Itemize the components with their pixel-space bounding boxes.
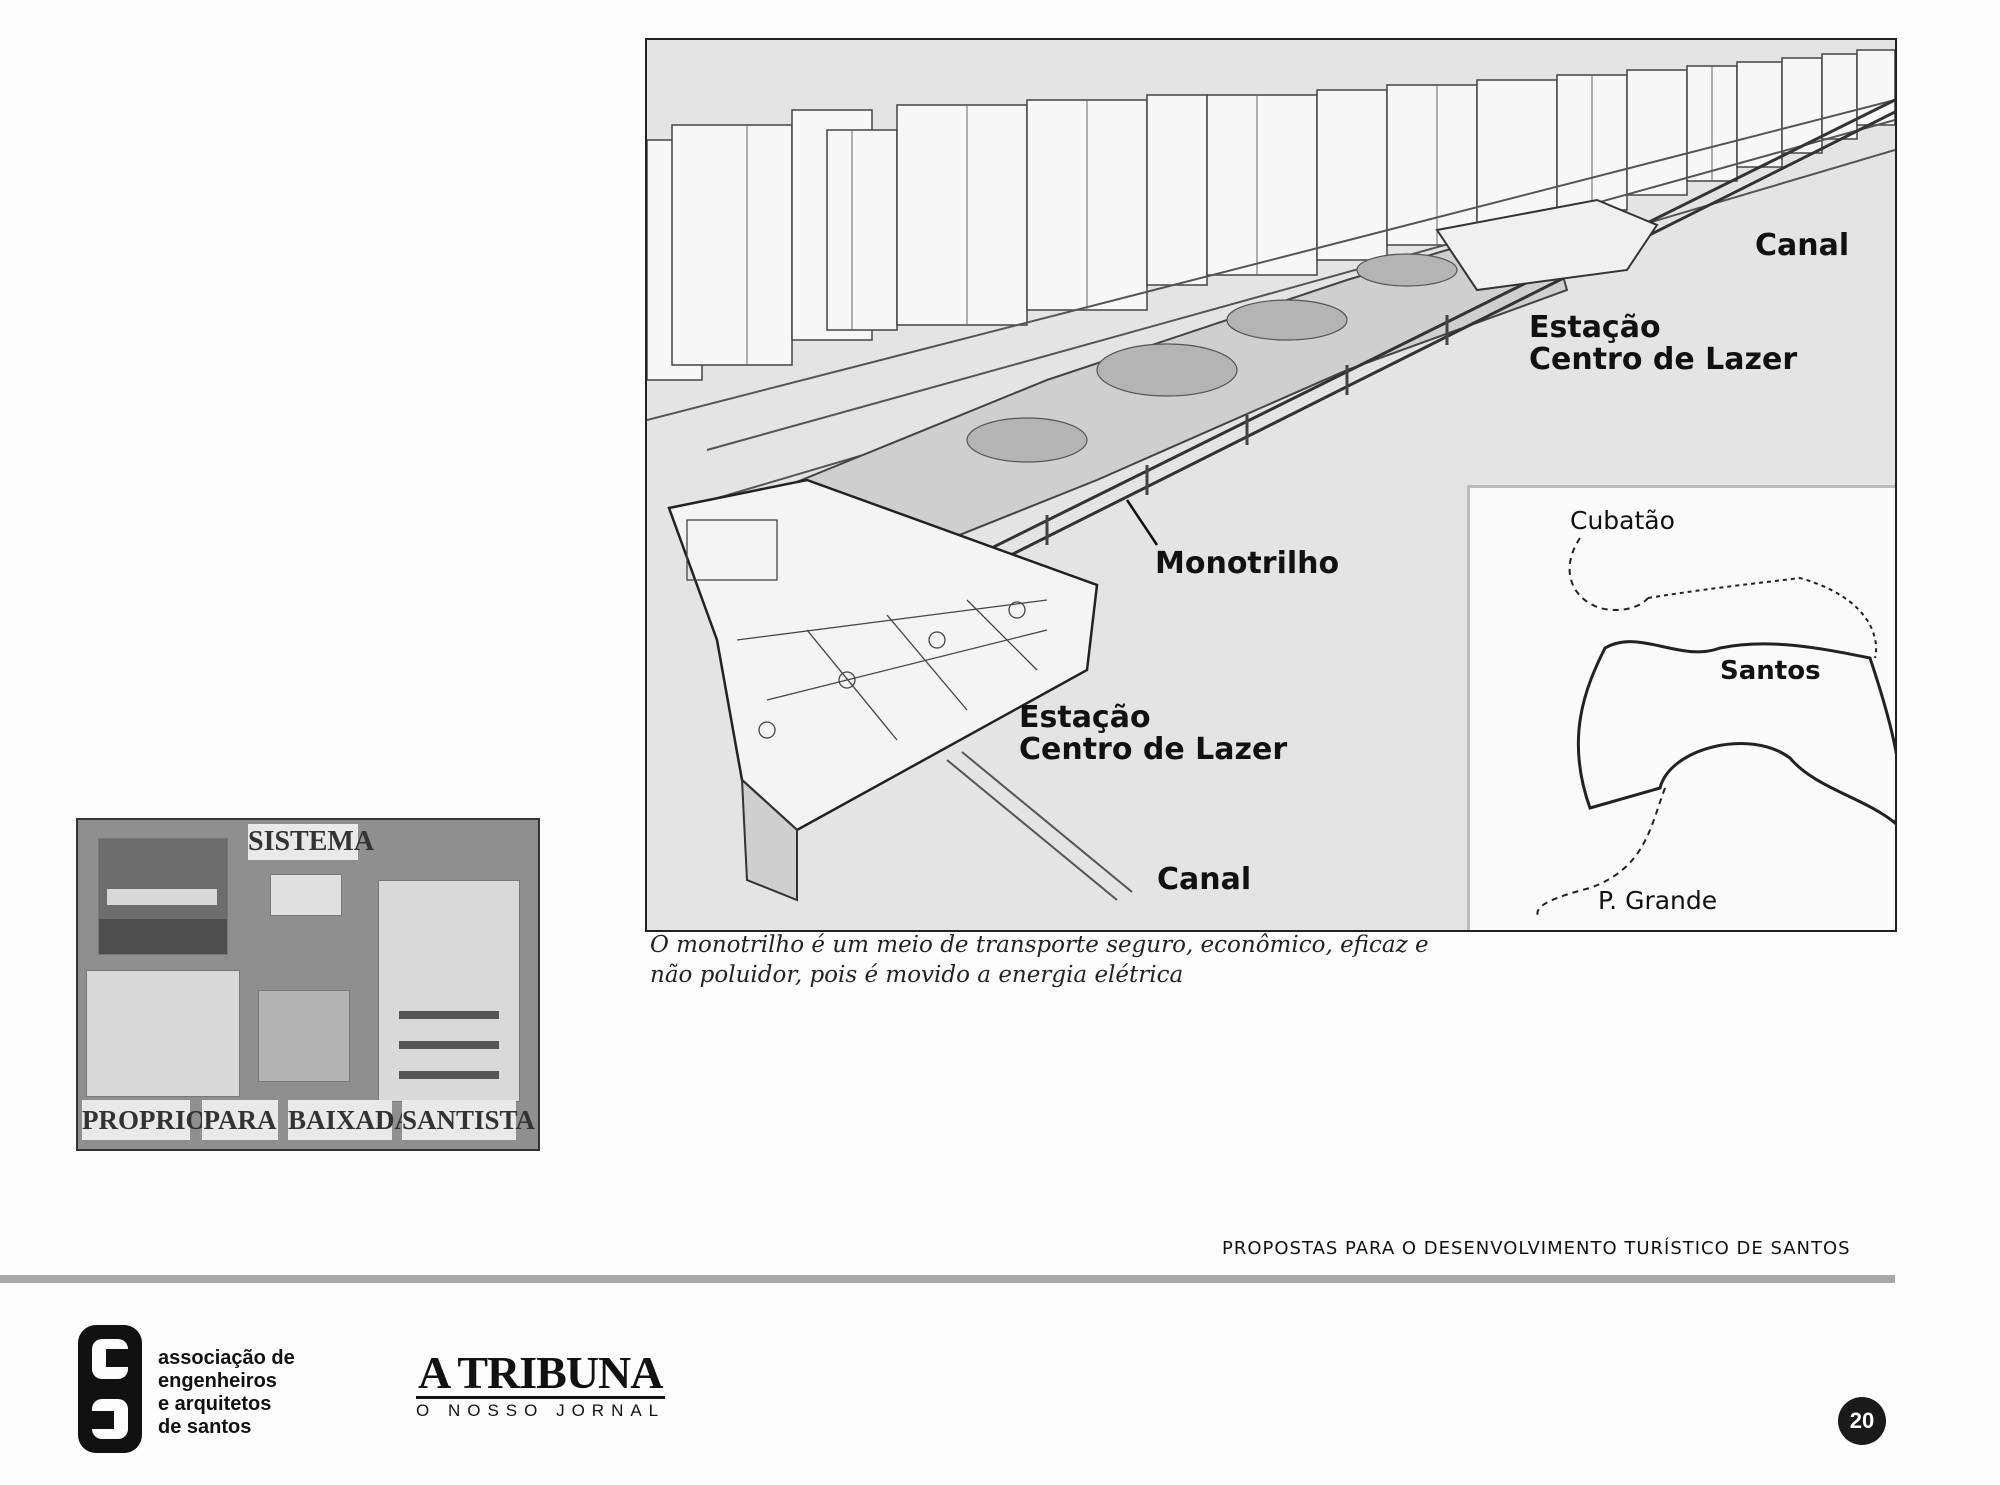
map-label-praia-grande: P. Grande [1598,886,1718,915]
label-station-bottom-line1: Estação [1019,700,1151,735]
association-line-1: associação de [158,1347,295,1369]
photo-board-small [270,874,342,916]
photo-board-drawing-right [378,880,520,1102]
association-logo [78,1325,142,1453]
photo-board-drawing-left [86,970,240,1097]
label-canal-top: Canal [1755,228,1850,263]
photo-word-1: PROPRIO [82,1100,207,1140]
association-line-2: engenheiros [158,1370,277,1392]
label-monorail: Monotrilho [1155,546,1340,581]
map-outline [1536,537,1895,919]
label-station-bottom: Estação Centro de Lazer [1019,702,1287,765]
monorail-illustration: Canal Estação Centro de Lazer Monotrilho… [645,38,1897,932]
page-number: 20 [1838,1397,1886,1445]
footer-title: PROPOSTAS PARA O DESENVOLVIMENTO TURÍSTI… [1222,1238,1851,1259]
photo-title: SISTEMA [248,824,374,860]
newspaper-logo: A TRIBUNA O NOSSO JORNAL [416,1350,666,1421]
label-station-top: Estação Centro de Lazer [1529,312,1797,375]
newspaper-name: A TRIBUNA [416,1350,666,1399]
label-canal-bottom: Canal [1157,862,1252,897]
photo-word-2: PARA [202,1100,278,1140]
label-station-bottom-line2: Centro de Lazer [1019,731,1288,767]
photo-board-photo [258,990,350,1082]
association-line-4: de santos [158,1416,252,1438]
photo-word-4: SANTISTA [402,1100,535,1140]
photo-board-monorail [98,838,228,955]
illustration-caption: O monotrilho é um meio de transporte seg… [650,932,1429,988]
association-name: associação de engenheiros e arquitetos d… [158,1347,295,1439]
association-line-3: e arquitetos [158,1393,272,1415]
map-label-santos: Santos [1720,656,1821,686]
map-label-cubatao: Cubatão [1570,506,1675,535]
photo-word-3: BAIXADA [288,1100,414,1140]
exhibition-photo: SISTEMA PROPRIO PARA BAIXADA SANTISTA [76,818,540,1151]
label-station-top-line2: Centro de Lazer [1529,341,1798,377]
inset-map: Cubatão Santos P. Grande [1467,485,1895,930]
label-station-top-line1: Estação [1529,310,1661,345]
newspaper-tagline: O NOSSO JORNAL [416,1401,666,1420]
footer-rule [0,1275,1895,1283]
